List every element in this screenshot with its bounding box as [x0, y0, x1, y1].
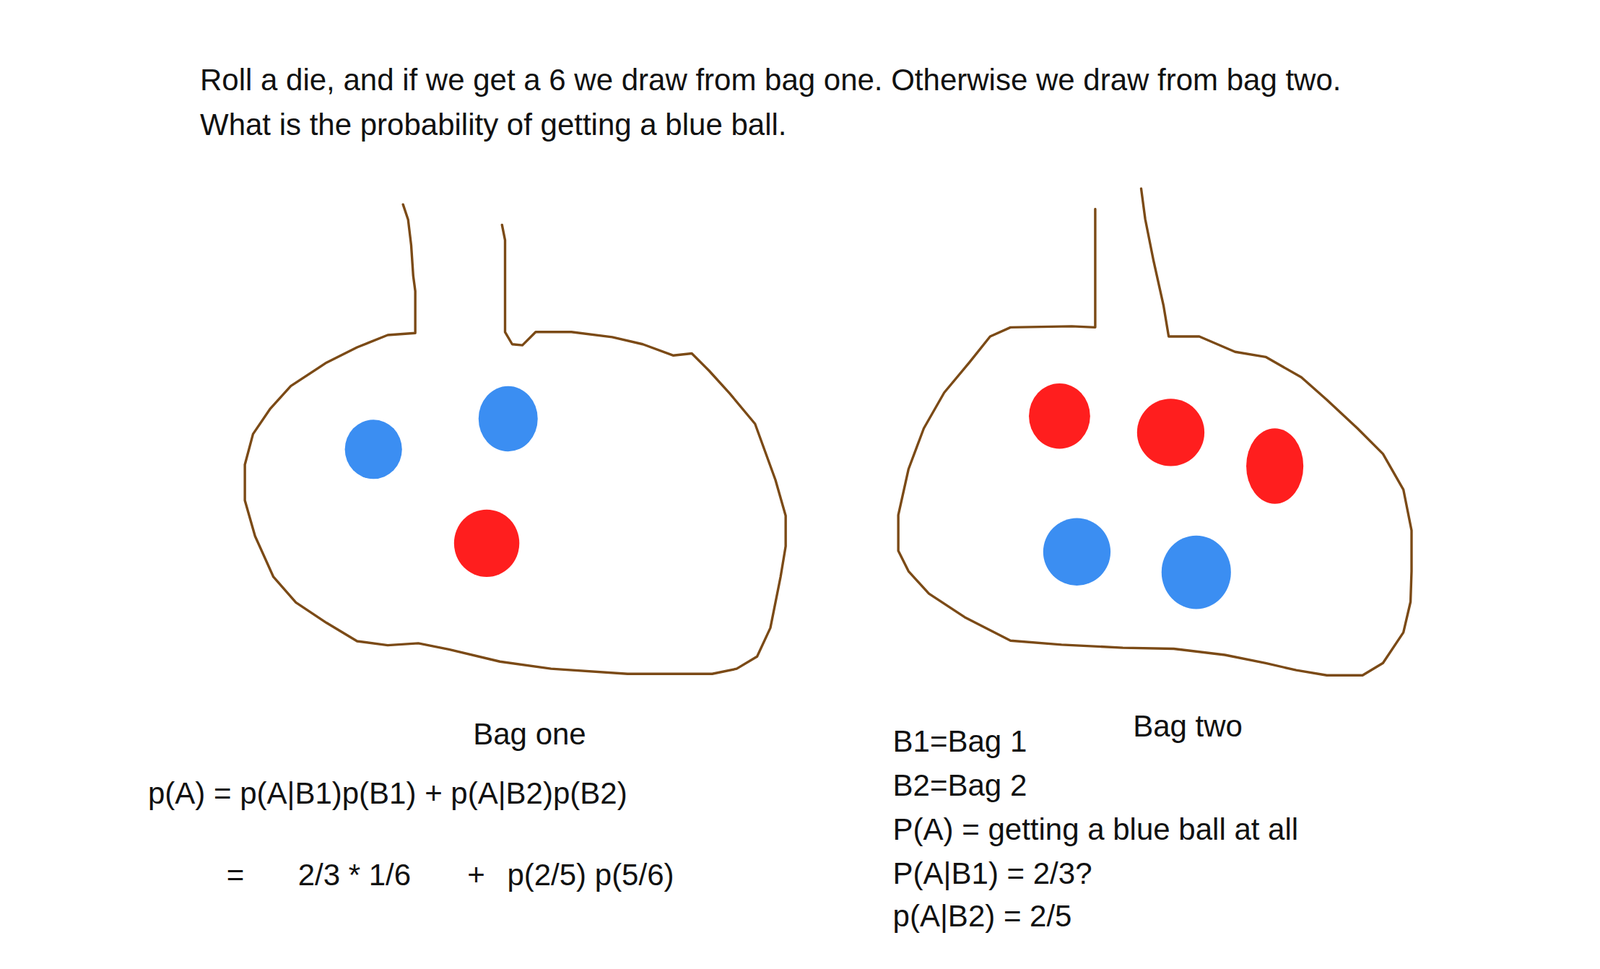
definition-text: p(A|B2) = 2/5	[893, 898, 1073, 935]
bag-illustration	[234, 194, 796, 761]
bag-illustration	[888, 178, 1424, 750]
bag-node: Bag two	[888, 178, 1424, 750]
definition-text: B2=Bag 2	[893, 767, 1028, 804]
equation-text: =	[226, 857, 245, 894]
blue-ball	[345, 419, 403, 479]
definition-text: P(A|B1) = 2/3?	[893, 855, 1093, 892]
definition-text: B1=Bag 1	[893, 723, 1028, 760]
red-ball	[1246, 428, 1304, 505]
red-ball	[454, 509, 520, 577]
bag-node: Bag one	[234, 194, 796, 761]
equation-text: 2/3 * 1/6	[298, 857, 411, 894]
red-ball	[1136, 399, 1204, 467]
blue-ball	[1161, 535, 1231, 610]
equation-text: +	[467, 857, 486, 894]
definition-text: P(A) = getting a blue ball at all	[893, 811, 1299, 848]
equation-text: p(2/5) p(5/6)	[506, 857, 674, 894]
bag-outline	[898, 188, 1412, 676]
question-title: Roll a die, and if we get a 6 we draw fr…	[200, 57, 1421, 148]
blue-ball	[1042, 518, 1110, 586]
bag-label: Bag two	[1132, 708, 1243, 745]
equation-text: p(A) = p(A|B1)p(B1) + p(A|B2)p(B2)	[148, 775, 628, 812]
red-ball	[1028, 383, 1091, 449]
blue-ball	[478, 385, 538, 451]
bag-outline	[244, 204, 786, 674]
bag-label: Bag one	[472, 716, 586, 753]
